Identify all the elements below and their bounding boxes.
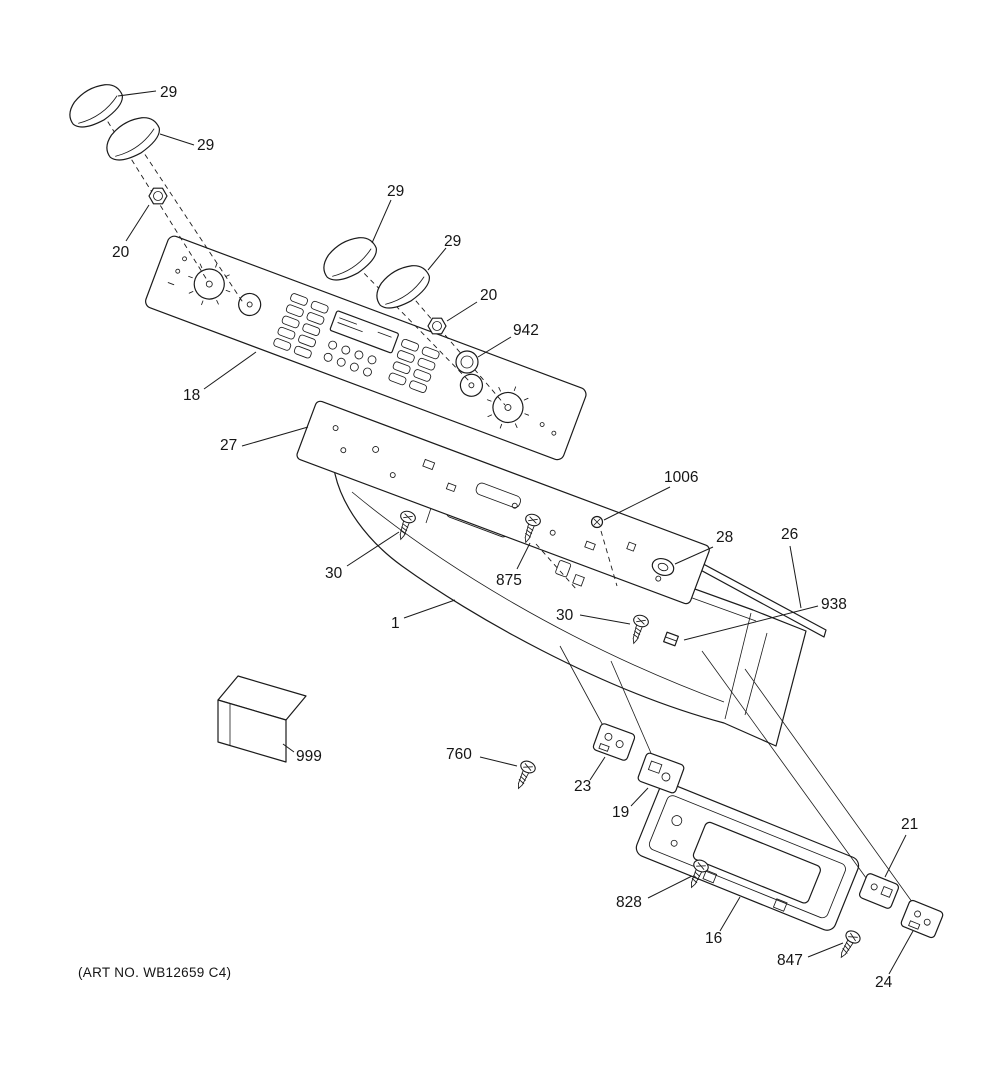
knob-part-29-top-2: [106, 117, 160, 161]
callout-screw-760: 760: [446, 746, 472, 763]
control-panel-part-18: [145, 235, 587, 461]
callout-grommet-28: 28: [716, 529, 733, 546]
callout-switch-19: 19: [612, 804, 629, 821]
knob-part-29-top-1: [69, 84, 123, 128]
knob-part-29-mid-2: [376, 265, 430, 309]
callout-module-16: 16: [705, 930, 722, 947]
leader-lines: [117, 90, 914, 975]
callout-box-999: 999: [296, 748, 322, 765]
knob-part-29-mid-1: [323, 237, 377, 281]
callout-switch-21: 21: [901, 816, 918, 833]
callout-knob-mid-1: 29: [387, 183, 404, 200]
callout-switch-23: 23: [574, 778, 591, 795]
clip-part-938: [663, 631, 679, 647]
nut-part-20-top: [148, 187, 168, 205]
callout-nut-top: 20: [112, 244, 130, 261]
callout-screw-30-right: 30: [556, 607, 574, 624]
stud-part-1006: [590, 515, 604, 529]
switch-part-21: [858, 873, 900, 909]
shipping-box-part-999: [217, 675, 307, 763]
switch-part-24: [900, 899, 944, 939]
overlay-part-27: [296, 400, 710, 605]
callout-overlay-27: 27: [220, 437, 237, 454]
grommet-part-28: [651, 557, 675, 577]
nut-part-20-mid: [427, 317, 447, 335]
callout-labels: 29 29 20 29 29 20 942 18 27 1006 28 26 3…: [112, 84, 918, 991]
ring-part-942: [455, 350, 479, 374]
callout-screw-847: 847: [777, 952, 803, 969]
callout-nut-mid: 20: [480, 287, 498, 304]
callout-screw-875: 875: [496, 572, 522, 589]
construction-lines: [559, 645, 916, 907]
callout-knob-top-1: 29: [160, 84, 177, 101]
callout-screw-30-left: 30: [325, 565, 343, 582]
callout-ring-942: 942: [513, 322, 539, 339]
control-module-part-16: [635, 782, 860, 931]
switch-part-23: [592, 723, 636, 761]
art-number-text: (ART NO. WB12659 C4): [78, 965, 231, 980]
callout-main-housing-1: 1: [391, 615, 400, 632]
alignment-dashed-lines: [102, 113, 618, 591]
screw-part-760: [511, 758, 538, 793]
callout-stud-1006: 1006: [664, 469, 698, 486]
callout-switch-24: 24: [875, 974, 893, 991]
switch-part-19: [637, 752, 685, 794]
callout-trim-26: 26: [781, 526, 798, 543]
callout-knob-top-2: 29: [197, 137, 214, 154]
callout-knob-mid-2: 29: [444, 233, 461, 250]
callout-control-panel-18: 18: [183, 387, 200, 404]
callout-screw-828: 828: [616, 894, 642, 911]
callout-clip-938: 938: [821, 596, 847, 613]
